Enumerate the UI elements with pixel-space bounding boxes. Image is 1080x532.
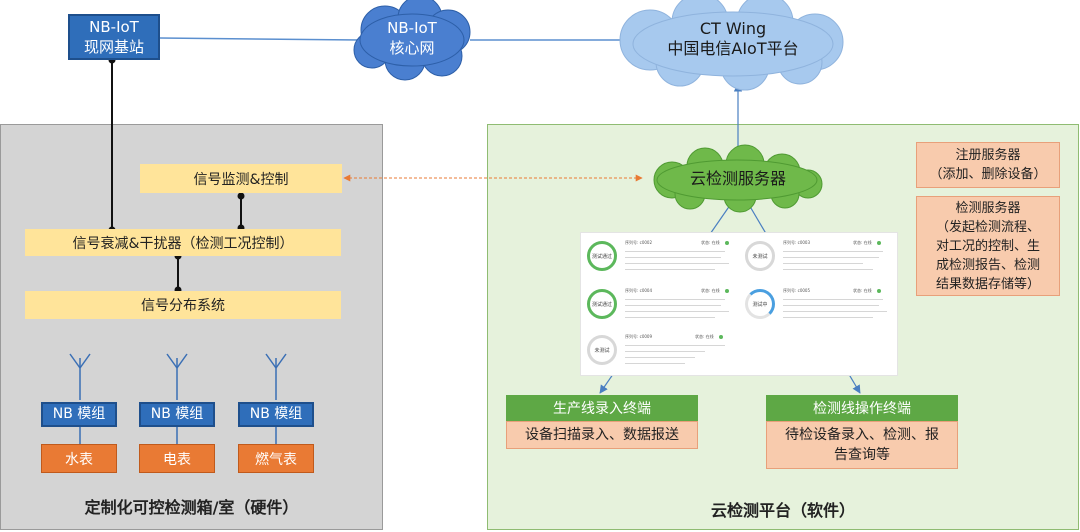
line-terminal-body: 待检设备录入、检测、报 告查询等: [766, 421, 958, 469]
line-terminal-head: 检测线操作终端: [766, 395, 958, 421]
status-ring: 测试通过: [587, 289, 617, 319]
card-status: 状态: 在线: [853, 288, 872, 293]
detect-server-line-3: 对工况的控制、生: [935, 238, 1040, 254]
detect-server-line-5: 结果数据存储等）: [935, 276, 1040, 292]
antenna-icon-1: [69, 353, 91, 400]
core-network-cloud: [353, 0, 471, 81]
status-ring: 测试中: [745, 289, 775, 319]
online-dot: [877, 241, 881, 245]
software-screenshot: 测试通过 序列号: c0002 状态: 在线 未测试 序列号: c0003 状态…: [580, 232, 898, 376]
device-card: 未测试 序列号: c0009 状态: 在线: [583, 331, 733, 375]
online-dot: [719, 335, 723, 339]
detect-server-line-1: 检测服务器: [955, 200, 1021, 216]
attenuator-box: 信号衰减&干扰器（检测工况控制）: [25, 229, 341, 256]
line-terminal-line-1: 待检设备录入、检测、报: [785, 427, 939, 443]
card-status: 状态: 在线: [695, 334, 714, 339]
base-to-core-line: [159, 37, 361, 41]
online-dot: [725, 289, 729, 293]
nb-module-2: NB 模组: [139, 402, 215, 427]
ct-wing-cloud: [619, 0, 844, 91]
device-card: 测试通过 序列号: c0002 状态: 在线: [583, 237, 733, 281]
electric-meter-box: 电表: [139, 444, 215, 473]
detect-server-line-2: （发起检测流程、: [935, 219, 1040, 235]
nb-module-1: NB 模组: [41, 402, 117, 427]
register-server-box: 注册服务器 （添加、删除设备）: [916, 142, 1060, 188]
base-station-line-2: 现网基站: [83, 38, 144, 56]
antenna-icon-3: [265, 353, 287, 400]
base-station-box: NB-IoT 现网基站: [68, 14, 160, 60]
nb-module-3: NB 模组: [238, 402, 314, 427]
status-ring: 未测试: [745, 241, 775, 271]
card-status: 状态: 在线: [701, 288, 720, 293]
cloud-platform-title: 云检测平台（软件）: [710, 501, 855, 520]
gas-meter-box: 燃气表: [238, 444, 314, 473]
device-card: 未测试 序列号: c0003 状态: 在线: [741, 237, 891, 281]
online-dot: [877, 289, 881, 293]
distribution-box: 信号分布系统: [25, 291, 341, 319]
register-server-line-1: 注册服务器: [955, 148, 1021, 163]
production-terminal-head: 生产线录入终端: [506, 395, 698, 421]
device-card: 测试中 序列号: c0005 状态: 在线: [741, 285, 891, 329]
production-terminal-body: 设备扫描录入、数据报送: [506, 421, 698, 449]
detect-server-line-4: 成检测报告、检测: [935, 257, 1040, 273]
hardware-title: 定制化可控检测箱/室（硬件）: [84, 498, 299, 517]
status-ring: 测试通过: [587, 241, 617, 271]
detect-server-box: 检测服务器 （发起检测流程、 对工况的控制、生 成检测报告、检测 结果数据存储等…: [916, 196, 1060, 296]
water-meter-box: 水表: [41, 444, 117, 473]
card-id: 序列号: c0004: [625, 288, 652, 293]
card-id: 序列号: c0002: [625, 240, 652, 245]
signal-monitor-box: 信号监测&控制: [140, 164, 342, 193]
card-id: 序列号: c0003: [783, 240, 810, 245]
cloud-server-cloud: [653, 144, 823, 213]
device-card: 测试通过 序列号: c0004 状态: 在线: [583, 285, 733, 329]
online-dot: [725, 241, 729, 245]
card-status: 状态: 在线: [701, 240, 720, 245]
card-status: 状态: 在线: [853, 240, 872, 245]
line-terminal-line-2: 告查询等: [834, 447, 890, 463]
register-server-line-2: （添加、删除设备）: [929, 167, 1047, 182]
base-station-line-1: NB-IoT: [89, 18, 139, 36]
card-id: 序列号: c0005: [783, 288, 810, 293]
status-ring: 未测试: [587, 335, 617, 365]
antenna-icon-2: [166, 353, 188, 400]
card-id: 序列号: c0009: [625, 334, 652, 339]
